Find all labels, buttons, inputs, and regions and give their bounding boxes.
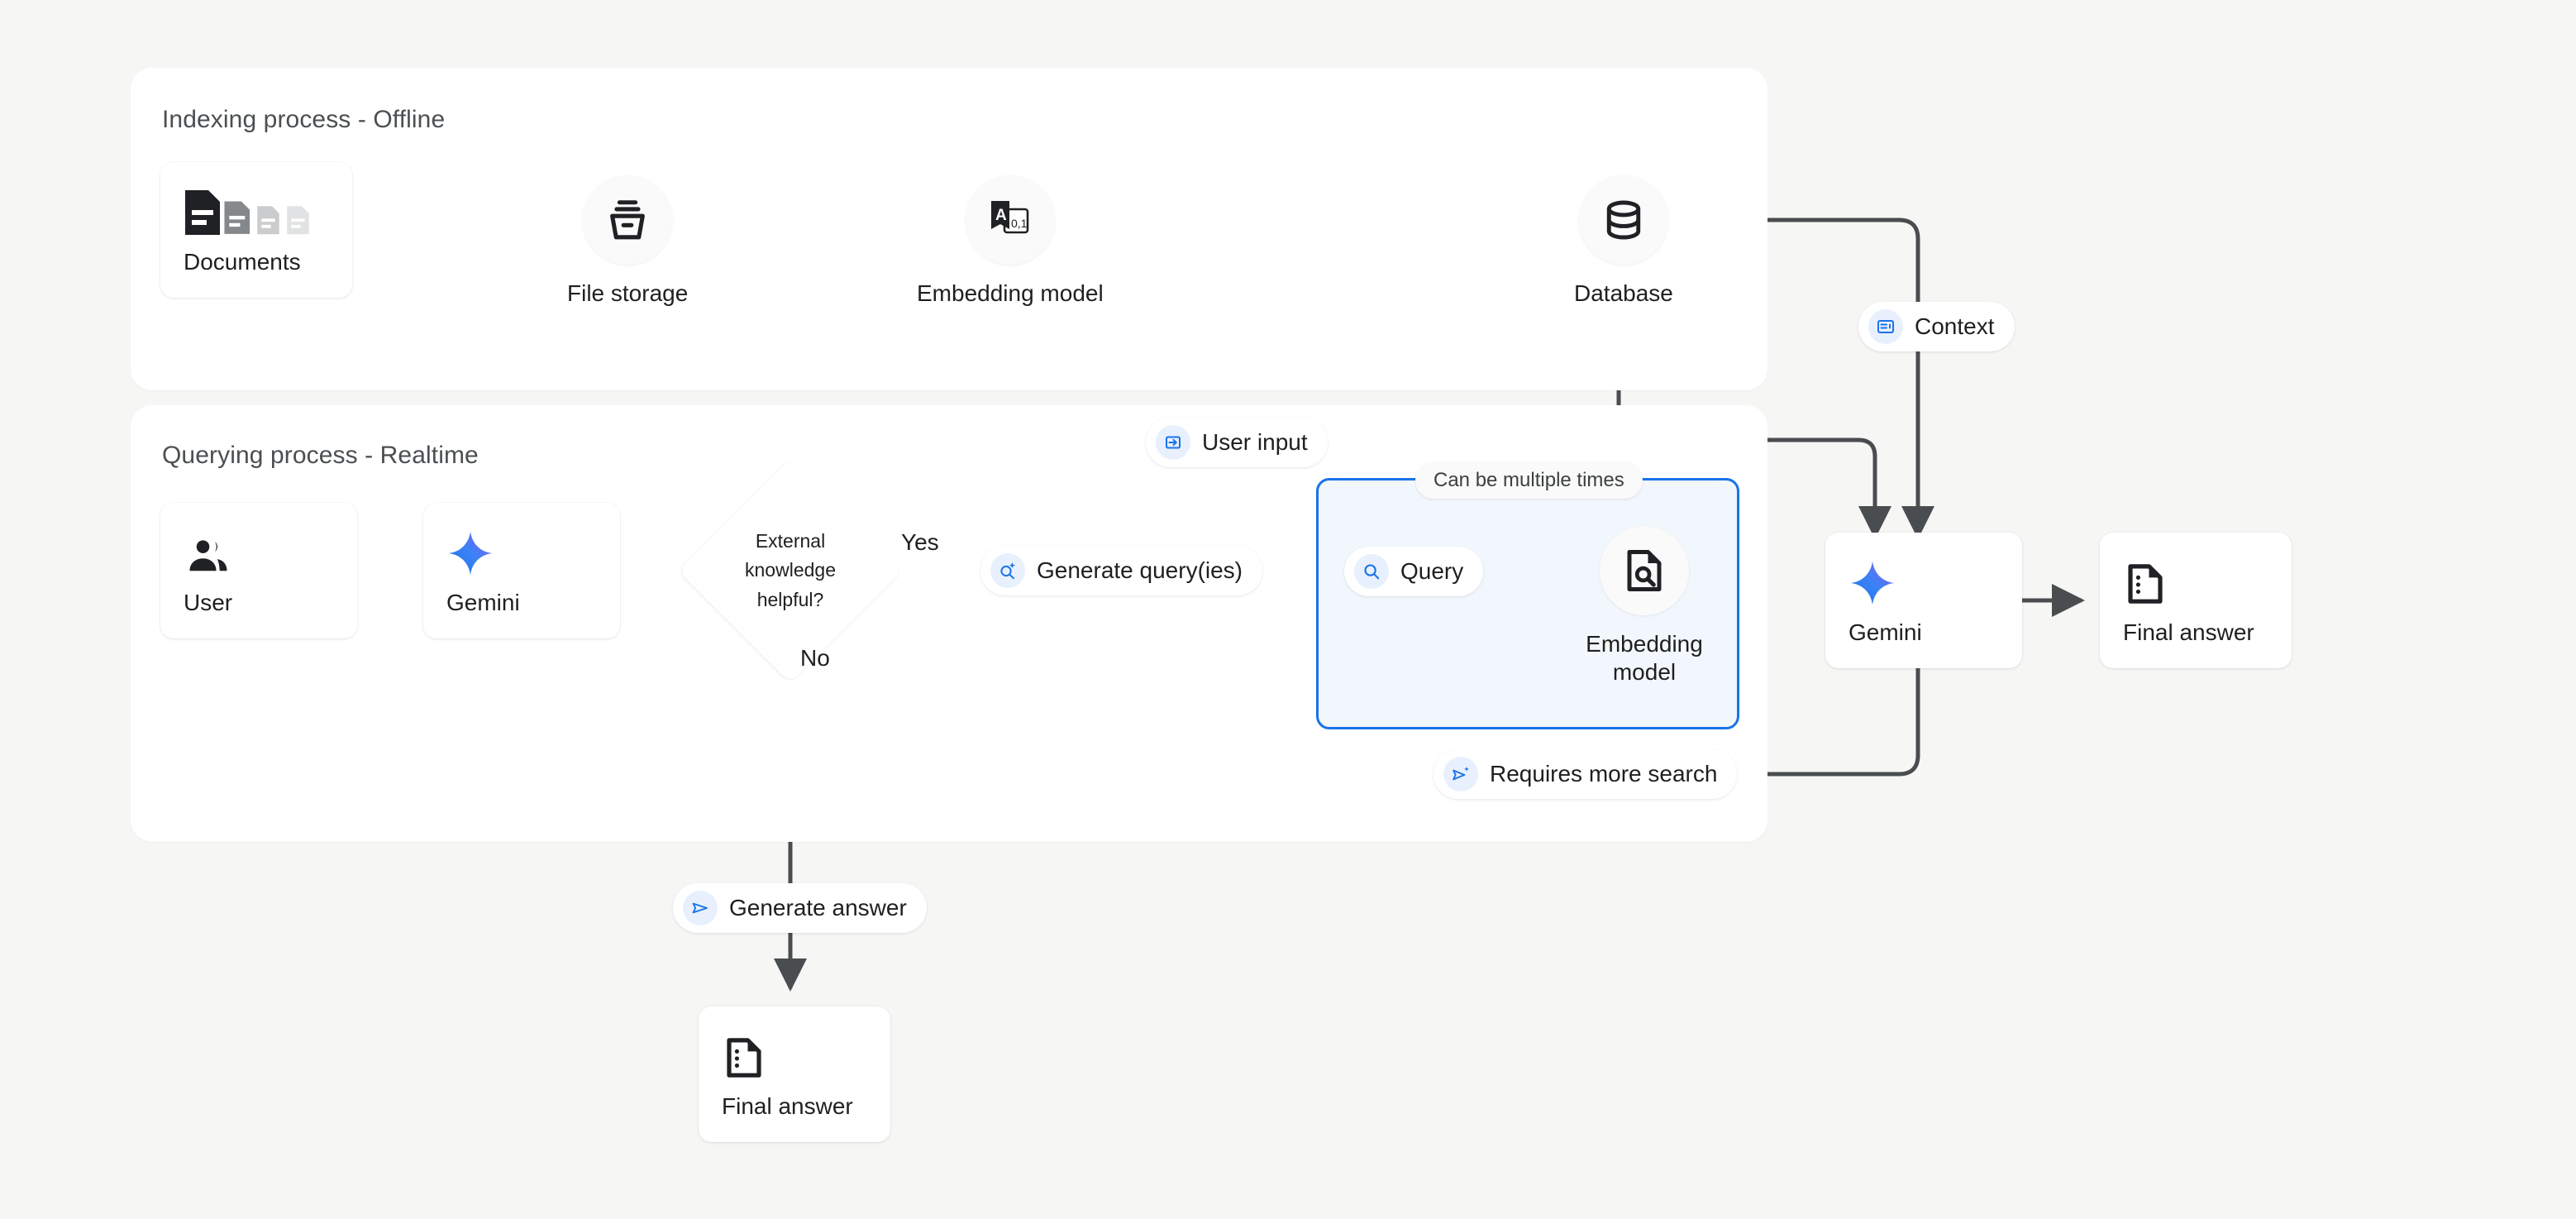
- embedding-model-node-indexing[interactable]: 0,1 A Embedding model: [917, 175, 1104, 308]
- user-input-label: User input: [1202, 429, 1308, 455]
- file-storage-label: File storage: [567, 280, 689, 306]
- loop-note-pill: Can be multiple times: [1415, 462, 1643, 499]
- user-card[interactable]: User: [160, 503, 357, 638]
- search-icon: [1354, 554, 1389, 589]
- document-search-icon: [1600, 526, 1689, 615]
- generate-answer-label: Generate answer: [729, 895, 907, 920]
- generate-queries-pill[interactable]: Generate query(ies): [980, 546, 1263, 595]
- requires-more-search-label: Requires more search: [1490, 761, 1718, 786]
- gemini-sparkle-icon: [1849, 556, 1999, 607]
- answer-document-icon: [2123, 556, 2268, 607]
- indexing-panel: [131, 68, 1767, 390]
- loop-note-label: Can be multiple times: [1433, 469, 1624, 491]
- gemini-label-right: Gemini: [1849, 619, 1922, 645]
- final-answer-label-right: Final answer: [2123, 619, 2254, 645]
- embedding-model-line-2: model: [1612, 659, 1677, 686]
- file-storage-node[interactable]: File storage: [567, 175, 688, 308]
- embedding-model-line-1: Embedding: [1586, 631, 1703, 657]
- decision-line-2: knowledge: [745, 559, 836, 581]
- translate-embedding-icon: 0,1 A: [965, 175, 1055, 265]
- documents-label: Documents: [184, 248, 301, 275]
- querying-panel-title: Querying process - Realtime: [162, 442, 479, 469]
- send-sparkle-icon: [1443, 757, 1478, 791]
- gemini-card[interactable]: Gemini: [423, 503, 620, 638]
- query-pill[interactable]: Query: [1344, 547, 1484, 596]
- user-input-pill[interactable]: User input: [1146, 418, 1328, 467]
- decision-line-1: External: [755, 529, 826, 552]
- database-node[interactable]: Database: [1574, 175, 1673, 308]
- database-label: Database: [1574, 280, 1673, 306]
- decision-diamond[interactable]: External knowledge helpful?: [678, 458, 903, 683]
- generate-queries-label: Generate query(ies): [1037, 557, 1243, 583]
- context-pill[interactable]: Context: [1858, 302, 2015, 351]
- embedding-model-node-query[interactable]: Embedding model: [1574, 526, 1715, 686]
- yes-edge-label: Yes: [901, 529, 939, 555]
- answer-document-icon: [722, 1030, 867, 1081]
- svg-text:0,1: 0,1: [1011, 217, 1028, 230]
- documents-card[interactable]: Documents: [160, 162, 352, 298]
- svg-text:A: A: [995, 207, 1007, 224]
- article-icon: [1868, 309, 1903, 344]
- embedding-model-label-indexing: Embedding model: [917, 280, 1104, 306]
- context-label: Context: [1915, 313, 1995, 339]
- no-edge-label: No: [800, 645, 830, 671]
- users-icon: [184, 526, 334, 577]
- gemini-card-right[interactable]: Gemini: [1825, 533, 2022, 668]
- documents-icon: [184, 185, 329, 237]
- query-label: Query: [1400, 558, 1464, 584]
- file-storage-icon: [583, 175, 673, 265]
- requires-more-search-pill[interactable]: Requires more search: [1433, 749, 1738, 799]
- generate-answer-pill[interactable]: Generate answer: [673, 883, 927, 933]
- gemini-sparkle-icon: [446, 526, 597, 577]
- final-answer-card-bottom[interactable]: Final answer: [699, 1006, 890, 1142]
- database-icon: [1578, 175, 1668, 265]
- indexing-panel-title: Indexing process - Offline: [162, 106, 446, 133]
- gemini-label: Gemini: [446, 589, 520, 615]
- final-answer-label-bottom: Final answer: [722, 1092, 853, 1119]
- decision-line-3: helpful?: [756, 588, 824, 610]
- final-answer-card-right[interactable]: Final answer: [2100, 533, 2292, 668]
- search-sparkle-icon: [990, 553, 1025, 588]
- input-arrow-icon: [1156, 425, 1190, 460]
- user-label: User: [184, 589, 233, 615]
- decision-text: External knowledge helpful?: [728, 527, 852, 615]
- send-icon: [683, 891, 718, 925]
- embedding-model-label-query: Embedding model: [1574, 630, 1715, 686]
